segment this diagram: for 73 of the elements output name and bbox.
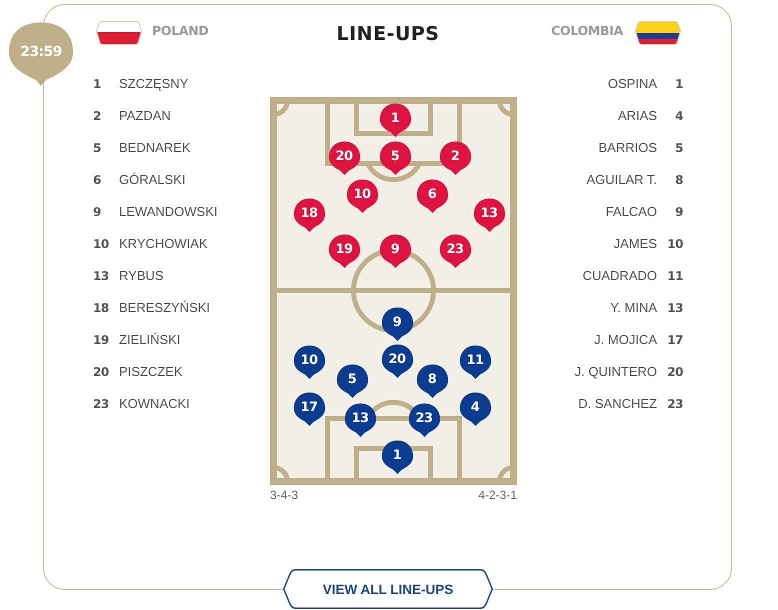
player-marker: 9 xyxy=(380,307,414,341)
title: LINE-UPS xyxy=(336,22,440,46)
player-name: OSPINA xyxy=(608,76,657,92)
player-marker: 13 xyxy=(472,198,506,232)
shirt-number: 2 xyxy=(93,108,101,124)
formation-label: 3-4-3 xyxy=(270,488,298,503)
player-marker: 18 xyxy=(292,198,326,232)
shirt-number: 9 xyxy=(675,204,683,220)
player-name: PISZCZEK xyxy=(119,364,183,380)
shirt-number: 18 xyxy=(93,300,109,316)
player-name: CUADRADO xyxy=(582,268,657,284)
shirt-number: 6 xyxy=(93,172,101,188)
player-name: KOWNACKI xyxy=(119,396,190,412)
player-name: BARRIOS xyxy=(598,140,657,156)
player-name: BERESZYŃSKI xyxy=(119,300,210,316)
shirt-number: 19 xyxy=(93,332,109,348)
player-marker: 10 xyxy=(292,345,326,379)
player-marker: 2 xyxy=(438,141,472,175)
shirt-number: 5 xyxy=(675,140,683,156)
shirt-number: 4 xyxy=(675,108,683,124)
shirt-number: 20 xyxy=(93,364,109,380)
player-name: J. MOJICA xyxy=(594,332,657,348)
player-marker: 6 xyxy=(416,179,448,213)
player-name: BEDNAREK xyxy=(119,140,191,156)
player-name: LEWANDOWSKI xyxy=(119,204,218,220)
player-marker: 9 xyxy=(378,234,412,268)
player-marker: 20 xyxy=(380,344,414,378)
player-marker: 11 xyxy=(458,345,492,379)
player-marker: 1 xyxy=(378,103,412,137)
shirt-number: 5 xyxy=(93,140,101,156)
player-marker: 5 xyxy=(336,364,368,398)
player-marker: 4 xyxy=(458,392,492,426)
player-name: JAMES xyxy=(614,236,657,252)
player-name: FALCAO xyxy=(606,204,657,220)
player-marker: 20 xyxy=(328,141,360,175)
team-name: COLOMBIA xyxy=(551,23,623,39)
player-name: RYBUS xyxy=(119,268,164,284)
player-marker: 19 xyxy=(328,234,360,268)
player-name: J. QUINTERO xyxy=(574,364,657,380)
shirt-number: 20 xyxy=(667,364,683,380)
player-name: PAZDAN xyxy=(119,108,171,124)
shirt-number: 11 xyxy=(667,268,683,284)
shirt-number: 9 xyxy=(93,204,101,220)
player-name: D. SANCHEZ xyxy=(578,396,657,412)
shirt-number: 23 xyxy=(667,396,683,412)
player-marker: 8 xyxy=(416,364,448,398)
player-name: KRYCHOWIAK xyxy=(119,236,208,252)
shirt-number: 17 xyxy=(667,332,683,348)
player-name: GÓRALSKI xyxy=(119,172,186,188)
player-name: SZCZĘSNY xyxy=(119,76,188,92)
player-name: AGUILAR T. xyxy=(586,172,657,188)
player-marker: 23 xyxy=(408,403,440,437)
view-all-button: VIEW ALL LINE-UPS xyxy=(283,569,493,609)
time-badge: 23:59 xyxy=(8,22,74,86)
shirt-number: 23 xyxy=(93,396,109,412)
team-name: POLAND xyxy=(152,23,208,39)
player-marker: 17 xyxy=(292,392,326,426)
player-name: ZIELIŃSKI xyxy=(119,332,180,348)
player-marker: 23 xyxy=(438,234,472,268)
player-marker: 10 xyxy=(346,179,378,213)
formation-label: 4-2-3-1 xyxy=(478,488,517,503)
player-name: ARIAS xyxy=(618,108,657,124)
shirt-number: 13 xyxy=(667,300,683,316)
shirt-number: 10 xyxy=(93,236,109,252)
player-marker: 1 xyxy=(380,440,414,474)
player-name: Y. MINA xyxy=(610,300,657,316)
shirt-number: 13 xyxy=(93,268,109,284)
player-marker: 13 xyxy=(344,403,376,437)
player-marker: 5 xyxy=(378,141,412,175)
shirt-number: 1 xyxy=(675,76,683,92)
shirt-number: 10 xyxy=(667,236,683,252)
shirt-number: 1 xyxy=(93,76,101,92)
shirt-number: 8 xyxy=(675,172,683,188)
